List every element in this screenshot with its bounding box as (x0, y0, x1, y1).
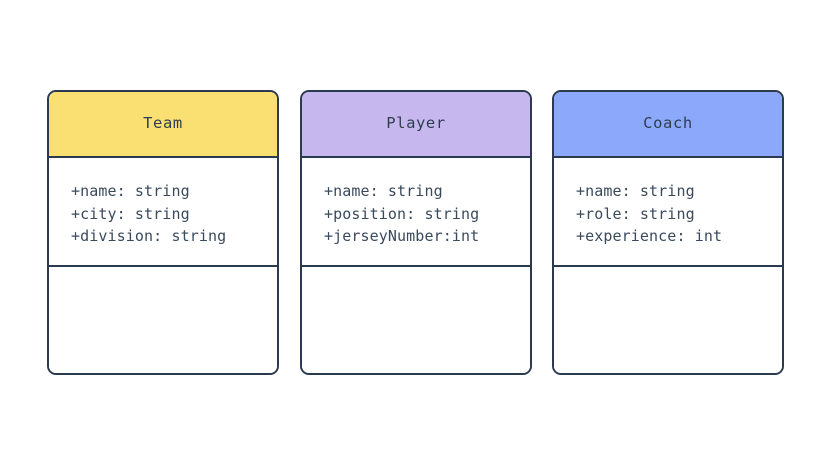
uml-class-box[interactable]: Team +name: string +city: string +divisi… (47, 90, 279, 375)
attribute-line: +jerseyNumber:int (324, 227, 480, 245)
class-methods-compartment (49, 267, 277, 373)
class-header-band: Player (302, 92, 530, 158)
attribute-line: +role: string (576, 204, 695, 223)
class-name-label: Coach (643, 114, 693, 133)
class-name-label: Team (143, 114, 183, 133)
uml-class-box[interactable]: Player +name: string +position: string +… (300, 90, 532, 375)
attribute-line: +name: string (576, 182, 695, 200)
class-attributes-compartment: +name: string +role: string +experience:… (554, 158, 782, 267)
class-header-band: Coach (554, 92, 782, 158)
class-header-band: Team (49, 92, 277, 158)
uml-class-box[interactable]: Coach +name: string +role: string +exper… (552, 90, 784, 375)
class-name-label: Player (386, 114, 446, 133)
class-attributes-compartment: +name: string +city: string +division: s… (49, 158, 277, 267)
attribute-line: +experience: int (576, 227, 723, 245)
attribute-line: +division: string (71, 227, 227, 245)
attribute-line: +name: string (324, 182, 443, 200)
class-methods-compartment (554, 267, 782, 373)
attribute-line: +position: string (324, 204, 480, 223)
attribute-line: +name: string (71, 182, 190, 200)
class-methods-compartment (302, 267, 530, 373)
class-attributes-compartment: +name: string +position: string +jerseyN… (302, 158, 530, 267)
attribute-line: +city: string (71, 204, 190, 223)
